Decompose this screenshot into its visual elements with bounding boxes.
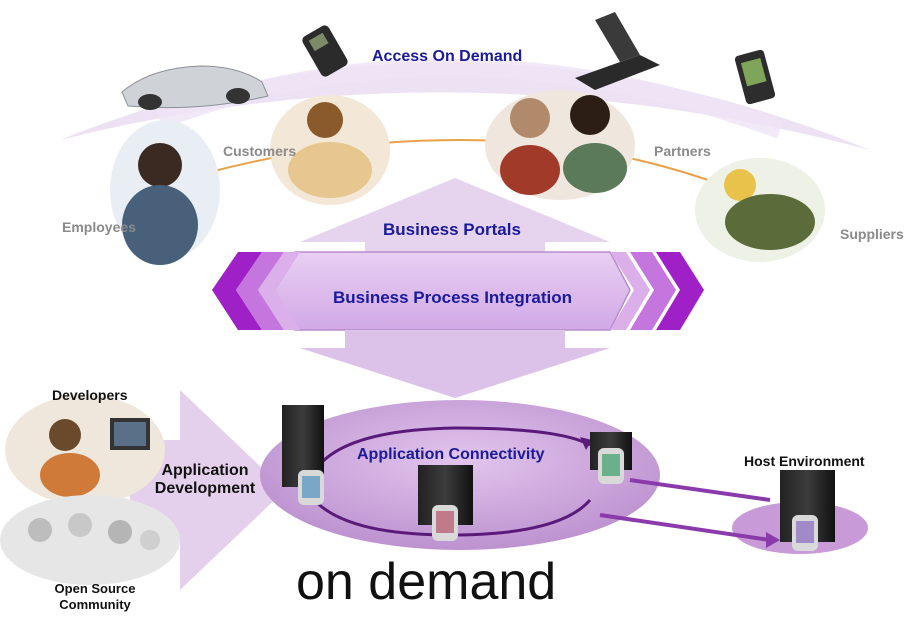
people-connector-line — [149, 138, 761, 201]
employees-label: Employees — [62, 219, 136, 235]
open-source-line2: Community — [59, 597, 131, 612]
partners-photo — [485, 90, 635, 200]
access-on-demand-label: Access On Demand — [372, 48, 523, 65]
business-process-band — [212, 251, 704, 331]
business-portals-label: Business Portals — [383, 220, 521, 239]
business-portals-arrow — [300, 178, 610, 252]
developers-photo — [5, 395, 165, 505]
integration-down-arrow — [300, 330, 610, 398]
server-host — [780, 470, 835, 551]
application-development-line2: Development — [154, 480, 256, 497]
open-source-line1: Open Source — [54, 581, 136, 596]
application-connectivity-label: Application Connectivity — [357, 446, 545, 463]
ring-arrowhead-right — [580, 437, 592, 450]
suppliers-label: Suppliers — [840, 226, 904, 242]
server-right — [590, 432, 632, 484]
on-demand-tagline: on demand — [296, 553, 557, 611]
application-development-line1: Application — [161, 462, 249, 479]
laptop-icon — [575, 12, 660, 90]
server-center — [418, 465, 473, 541]
employee-photo — [110, 120, 220, 265]
host-link-arrows — [599, 478, 771, 542]
partners-label: Partners — [654, 143, 711, 159]
open-source-community-photo — [0, 495, 180, 585]
host-arrowhead — [766, 532, 780, 548]
server-left — [282, 405, 324, 505]
customer-photo — [270, 95, 390, 205]
cell-phone-icon — [302, 25, 348, 77]
suppliers-photo — [695, 158, 825, 262]
car-icon — [121, 65, 269, 110]
open-source-community-label: Open Source Community — [40, 581, 150, 613]
developers-label: Developers — [52, 387, 128, 403]
business-process-integration-label: Business Process Integration — [333, 288, 573, 307]
host-environment-label: Host Environment — [744, 453, 865, 469]
application-development-label: Application Development — [145, 462, 265, 498]
pda-icon — [734, 49, 776, 105]
customers-label: Customers — [223, 143, 297, 159]
